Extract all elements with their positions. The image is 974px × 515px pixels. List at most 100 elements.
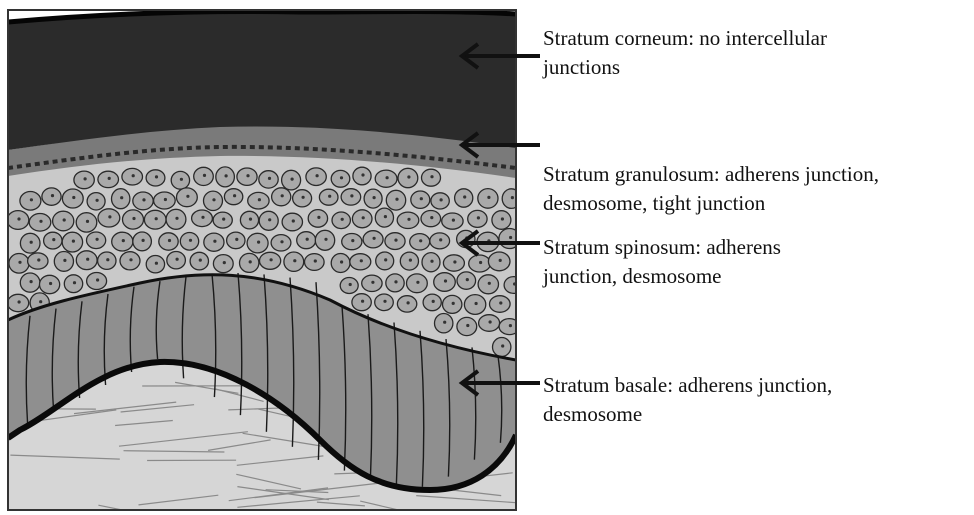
cell-nucleus xyxy=(430,175,433,178)
cell-nucleus xyxy=(186,195,189,198)
cell-nucleus xyxy=(142,198,145,201)
cell-nucleus xyxy=(407,218,410,221)
cell-nucleus xyxy=(223,261,226,264)
cell-nucleus xyxy=(39,220,42,223)
cell-nucleus xyxy=(268,177,271,180)
cell-nucleus xyxy=(292,219,295,222)
label-line: Stratum spinosum: adherens xyxy=(543,233,781,262)
label-line: junction, desmosome xyxy=(543,262,781,291)
cell-nucleus xyxy=(373,237,376,240)
cell-nucleus xyxy=(96,199,99,202)
cell-nucleus xyxy=(72,240,75,243)
cell-nucleus xyxy=(489,320,492,323)
cell-nucleus xyxy=(384,215,387,218)
cell-nucleus xyxy=(235,238,238,241)
cell-nucleus xyxy=(479,261,482,264)
cell-nucleus xyxy=(452,302,455,305)
cell-nucleus xyxy=(509,236,512,239)
cell-nucleus xyxy=(249,260,252,263)
cell-nucleus xyxy=(189,239,192,242)
cell-nucleus xyxy=(407,301,410,304)
label-stratum-corneum: Stratum corneum: no intercellular juncti… xyxy=(543,24,827,82)
cell-nucleus xyxy=(222,218,225,221)
label-line: Stratum corneum: no intercellular xyxy=(543,24,827,53)
cell-nucleus xyxy=(84,177,87,180)
cell-nucleus xyxy=(440,198,443,201)
cell-nucleus xyxy=(407,175,410,178)
cell-nucleus xyxy=(132,174,135,177)
label-line: desmosome xyxy=(543,400,832,429)
cell-nucleus xyxy=(340,260,343,263)
cell-nucleus xyxy=(328,195,331,198)
cell-nucleus xyxy=(314,259,317,262)
cell-nucleus xyxy=(257,241,260,244)
cell-nucleus xyxy=(371,281,374,284)
cell-nucleus xyxy=(18,261,21,264)
cell-nucleus xyxy=(487,196,490,199)
cell-nucleus xyxy=(349,283,352,286)
cell-nucleus xyxy=(51,194,54,197)
cell-nucleus xyxy=(509,324,512,327)
cell-nucleus xyxy=(361,300,364,303)
cell-nucleus xyxy=(155,262,158,265)
cell-nucleus xyxy=(86,258,89,261)
cell-nucleus xyxy=(129,258,132,261)
cell-nucleus xyxy=(108,215,111,218)
cell-nucleus xyxy=(281,194,284,197)
cell-nucleus xyxy=(443,321,446,324)
cell-nucleus xyxy=(394,239,397,242)
cell-nucleus xyxy=(488,282,491,285)
cell-nucleus xyxy=(106,258,109,261)
cell-nucleus xyxy=(340,176,343,179)
cell-nucleus xyxy=(132,217,135,220)
cell-nucleus xyxy=(213,240,216,243)
cell-nucleus xyxy=(395,198,398,201)
cell-nucleus xyxy=(96,238,99,241)
cell-nucleus xyxy=(316,174,319,177)
cell-nucleus xyxy=(72,196,75,199)
label-stratum-basale: Stratum basale: adherens junction, desmo… xyxy=(543,371,832,429)
cell-nucleus xyxy=(324,238,327,241)
cell-nucleus xyxy=(386,176,389,179)
cell-nucleus xyxy=(73,281,76,284)
cell-nucleus xyxy=(302,196,305,199)
cell-nucleus xyxy=(409,259,412,262)
cell-nucleus xyxy=(501,217,504,220)
cell-nucleus xyxy=(30,280,33,283)
cell-nucleus xyxy=(63,218,66,221)
cell-nucleus xyxy=(419,239,422,242)
cell-nucleus xyxy=(317,216,320,219)
cell-nucleus xyxy=(37,258,40,261)
cell-nucleus xyxy=(155,217,158,220)
cell-nucleus xyxy=(463,195,466,198)
label-line: desmosome, tight junction xyxy=(543,189,879,218)
cell-nucleus xyxy=(164,198,167,201)
cell-nucleus xyxy=(511,196,514,199)
cell-nucleus xyxy=(452,219,455,222)
cell-nucleus xyxy=(439,238,442,241)
cell-nucleus xyxy=(280,240,283,243)
cell-nucleus xyxy=(306,238,309,241)
cell-nucleus xyxy=(360,259,363,262)
cell-nucleus xyxy=(30,198,33,201)
cell-nucleus xyxy=(416,281,419,284)
label-line: junctions xyxy=(543,53,827,82)
cell-nucleus xyxy=(258,198,261,201)
cell-nucleus xyxy=(499,301,502,304)
cell-nucleus xyxy=(18,300,21,303)
cell-nucleus xyxy=(384,258,387,261)
cell-nucleus xyxy=(270,258,273,261)
label-line: Stratum granulosum: adherens junction, xyxy=(543,160,879,189)
cell-nucleus xyxy=(362,216,365,219)
cell-nucleus xyxy=(108,177,111,180)
cell-nucleus xyxy=(49,282,52,285)
cell-nucleus xyxy=(249,218,252,221)
cell-nucleus xyxy=(499,259,502,262)
cell-nucleus xyxy=(120,196,123,199)
cell-nucleus xyxy=(291,178,294,181)
cell-nucleus xyxy=(30,241,33,244)
cell-nucleus xyxy=(203,174,206,177)
cell-nucleus xyxy=(477,216,480,219)
cell-nucleus xyxy=(86,220,89,223)
